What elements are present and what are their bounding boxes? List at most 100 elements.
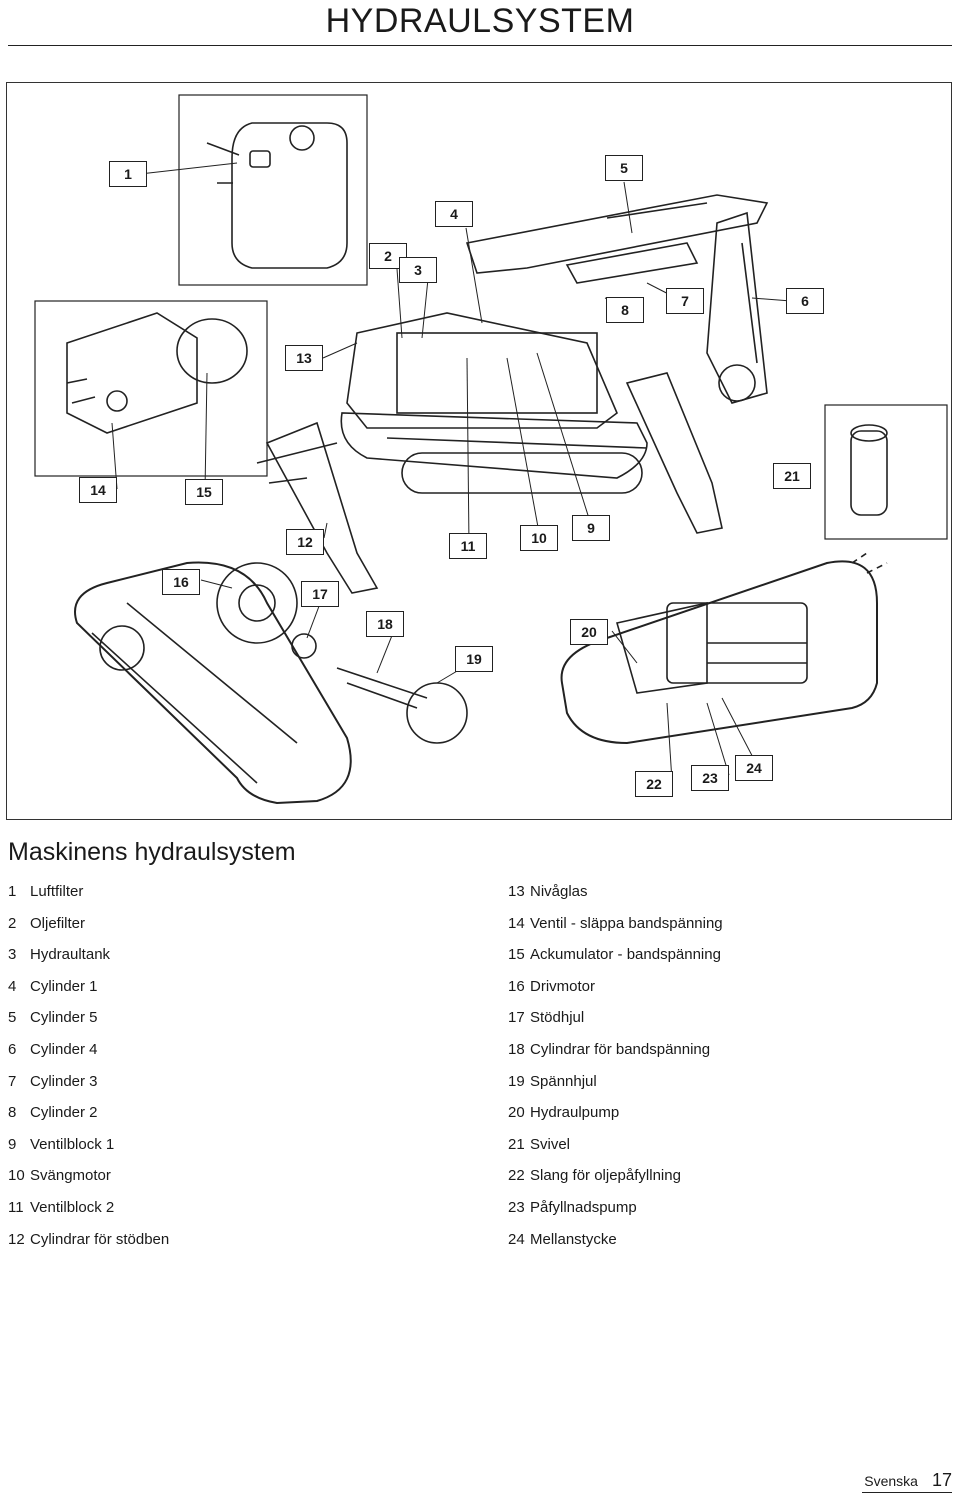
callout-21: 21 — [773, 463, 811, 489]
footer-divider — [862, 1492, 952, 1493]
legend-number: 16 — [508, 977, 525, 995]
legend-item: 21 Svivel — [508, 1135, 723, 1167]
outrigger-front-left — [265, 421, 379, 594]
legend-number: 7 — [8, 1072, 17, 1090]
drive-sprocket — [216, 562, 298, 644]
legend-item: 7 Cylinder 3 — [8, 1072, 169, 1104]
callout-11: 11 — [449, 533, 487, 559]
filler-pump — [615, 602, 708, 694]
callout-9: 9 — [572, 515, 610, 541]
legend-number: 18 — [508, 1040, 525, 1058]
callout-20: 20 — [570, 619, 608, 645]
cylinder-2 — [565, 242, 699, 284]
legend-item: 1 Luftfilter — [8, 882, 169, 914]
callout-22: 22 — [635, 771, 673, 797]
legend-number: 3 — [8, 946, 17, 964]
cylinder-4 — [741, 242, 758, 364]
hydraulic-tank-shape — [231, 122, 348, 269]
legend-label: Cylindrar för bandspänning — [530, 1040, 711, 1058]
boom-tip — [706, 211, 768, 404]
legend-item: 10 Svängmotor — [8, 1166, 169, 1198]
swivel-leader — [851, 552, 888, 574]
legend-item: 24 Mellanstycke — [508, 1230, 723, 1262]
accumulator-shape — [176, 318, 248, 384]
pump-ribs — [707, 642, 807, 664]
legend-number: 11 — [8, 1198, 24, 1216]
machine-body — [346, 312, 618, 429]
legend-label: Svängmotor — [30, 1167, 111, 1185]
track-upper — [340, 412, 648, 479]
swivel-inset-frame — [824, 404, 948, 540]
hydraulic-system-figure: 1 2 3 4 5 6 7 8 9 10 11 12 13 14 15 16 1… — [6, 82, 952, 820]
callout-13: 13 — [285, 345, 323, 371]
legend-label: Cylinder 4 — [30, 1040, 98, 1058]
callout-17: 17 — [301, 581, 339, 607]
legend-label: Cylinder 5 — [30, 1009, 98, 1027]
swivel-top — [850, 424, 888, 442]
track-frame — [401, 452, 643, 494]
callout-1: 1 — [109, 161, 147, 187]
valve-fittings — [66, 378, 96, 404]
callout-24: 24 — [735, 755, 773, 781]
legend-number: 13 — [508, 883, 525, 900]
callout-2: 2 — [369, 243, 407, 269]
swivel-shape — [850, 430, 888, 516]
idler-wheel — [406, 682, 468, 744]
outrigger-rear-right — [625, 372, 723, 534]
legend-number: 20 — [508, 1104, 525, 1122]
legend-label: Drivmotor — [530, 977, 596, 995]
tank-lid — [289, 125, 315, 151]
legend-label: Luftfilter — [30, 883, 84, 900]
track-line — [386, 437, 648, 449]
drive-wheel — [99, 625, 145, 671]
tank-pipes — [206, 142, 240, 184]
sprocket-hub — [238, 584, 276, 622]
legend-right-column: 13 Nivåglas 14 Ventil - släppa bandspännin… — [508, 882, 723, 1261]
page-title: HYDRAULSYSTEM — [325, 2, 635, 40]
valve-port — [106, 390, 128, 412]
legend-label: Ackumulator - bandspänning — [530, 946, 721, 964]
legend-label: Ventil - släppa bandspänning — [530, 914, 723, 932]
callout-16: 16 — [162, 569, 200, 595]
machine-illustration — [34, 94, 948, 805]
legend-number: 5 — [8, 1009, 17, 1027]
valve-inset-frame — [34, 300, 268, 477]
legend-number: 8 — [8, 1104, 17, 1122]
legend-label: Cylinder 2 — [30, 1104, 98, 1122]
callout-5: 5 — [605, 155, 643, 181]
legend-label: Stödhjul — [530, 1009, 585, 1027]
boom-arm — [465, 194, 769, 274]
legend-label: Mellanstycke — [530, 1230, 617, 1248]
legend-number: 21 — [508, 1135, 525, 1153]
section-heading: Maskinens hydraulsystem — [8, 838, 296, 866]
legend-number: 14 — [508, 914, 525, 932]
callout-18: 18 — [366, 611, 404, 637]
legend-number: 12 — [8, 1230, 25, 1248]
cylinder-5 — [606, 202, 708, 219]
legend-item: 14 Ventil - släppa bandspänning — [508, 914, 723, 946]
legend-number: 1 — [8, 883, 17, 900]
legend-label: Nivåglas — [530, 883, 588, 900]
legend-label: Svivel — [530, 1135, 571, 1153]
legend-item: 18 Cylindrar för bandspänning — [508, 1040, 723, 1072]
legend-number: 10 — [8, 1167, 25, 1185]
track-inner-lines — [91, 602, 298, 784]
legend-item: 8 Cylinder 2 — [8, 1103, 169, 1135]
legend-label: Ventilblock 1 — [30, 1135, 115, 1153]
tension-cylinder — [336, 667, 428, 709]
legend-number: 24 — [508, 1230, 525, 1248]
legend-label: Cylinder 3 — [30, 1072, 98, 1090]
legend-label: Slang för oljepåfyllning — [530, 1167, 681, 1185]
support-wheel — [291, 633, 317, 659]
legend-label: Spännhjul — [530, 1072, 597, 1090]
